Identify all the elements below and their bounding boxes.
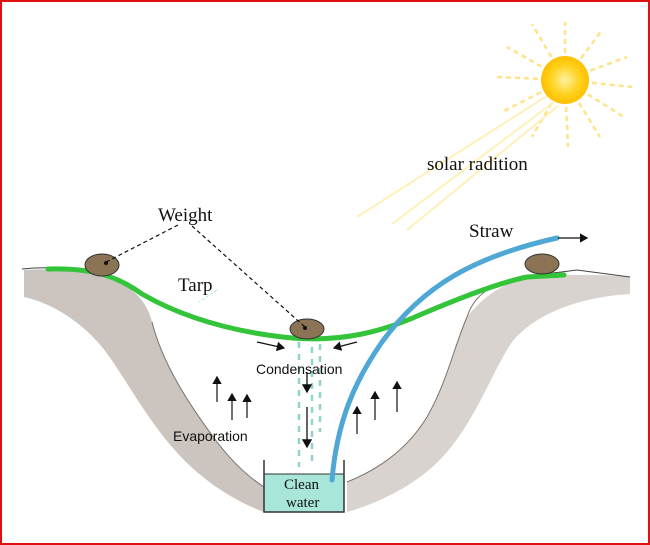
- weight-dot-center: [303, 326, 307, 330]
- condense-arrow-left: [256, 341, 286, 352]
- condense-arrow-right: [332, 341, 358, 351]
- weight-leaders: [105, 223, 306, 328]
- weight-stone-left: [84, 253, 120, 277]
- sun-icon: [541, 56, 589, 104]
- clean-label-line1: Clean: [284, 477, 319, 493]
- container: [263, 460, 345, 513]
- left-ground: [2, 269, 264, 543]
- clean-label-line2: water: [286, 495, 319, 511]
- right-ground-shade: [347, 274, 630, 512]
- tarp-label: Tarp: [178, 275, 213, 296]
- solar-radiation-label: solar radition: [427, 154, 528, 175]
- left-ground-shade: [24, 269, 264, 512]
- tarp-leader: [198, 289, 218, 303]
- pit-outline: [151, 286, 493, 488]
- weight-stone-right: [524, 253, 560, 275]
- condensation-label: Condensation: [256, 361, 342, 377]
- straw-label: Straw: [469, 221, 514, 242]
- straw: [329, 235, 560, 483]
- pit-hole: [122, 278, 522, 507]
- weight-stone-center: [289, 318, 325, 340]
- radiation-beams: [356, 93, 559, 231]
- tarp: [45, 266, 567, 342]
- weight-label: Weight: [158, 205, 213, 226]
- evaporation-arrows: [212, 375, 402, 434]
- evaporation-label: Evaporation: [173, 428, 248, 444]
